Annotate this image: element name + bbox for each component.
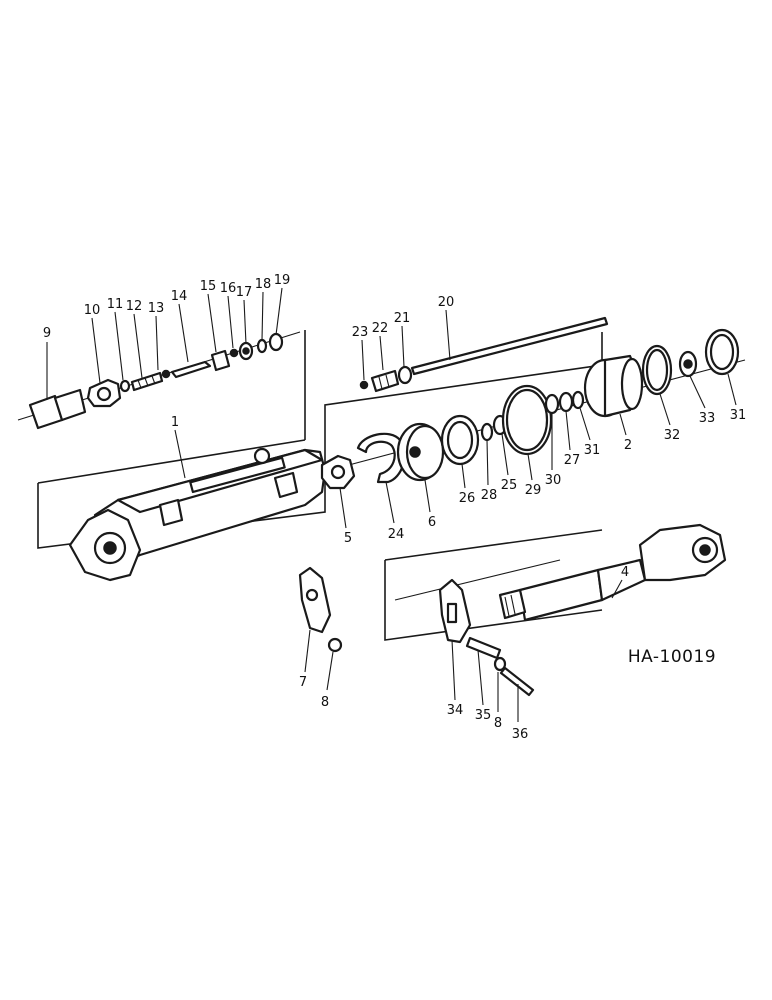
callout-28: 28 bbox=[481, 488, 498, 503]
callout-1: 1 bbox=[171, 415, 179, 430]
callout-16: 16 bbox=[220, 281, 237, 296]
callout-22: 22 bbox=[372, 321, 389, 336]
callout-18: 18 bbox=[255, 277, 272, 292]
callout-33: 33 bbox=[699, 411, 716, 426]
callout-14: 14 bbox=[171, 289, 188, 304]
callout-11: 11 bbox=[107, 297, 124, 312]
drawing-code: HA-10019 bbox=[628, 647, 716, 667]
callout-31-inner: 31 bbox=[584, 443, 601, 458]
callout-20: 20 bbox=[438, 295, 455, 310]
cylinder-barrel bbox=[68, 447, 327, 582]
callout-10: 10 bbox=[84, 303, 101, 318]
callout-7: 7 bbox=[299, 675, 307, 690]
callout-8-left: 8 bbox=[321, 695, 329, 710]
callout-19: 19 bbox=[274, 273, 291, 288]
bracket-group bbox=[298, 566, 535, 697]
valve-group bbox=[28, 332, 284, 430]
callout-24: 24 bbox=[388, 527, 405, 542]
gland-group bbox=[583, 328, 740, 418]
callout-15: 15 bbox=[200, 279, 217, 294]
piston-rod bbox=[498, 523, 727, 622]
callout-2: 2 bbox=[624, 438, 632, 453]
callout-25: 25 bbox=[501, 478, 518, 493]
callout-6: 6 bbox=[428, 515, 436, 530]
callout-21: 21 bbox=[394, 311, 411, 326]
callout-5: 5 bbox=[344, 531, 352, 546]
callout-32: 32 bbox=[664, 428, 681, 443]
callout-12: 12 bbox=[126, 299, 143, 314]
callout-36: 36 bbox=[512, 727, 529, 742]
callout-8-right: 8 bbox=[494, 716, 502, 731]
callout-4: 4 bbox=[621, 565, 629, 580]
callout-35: 35 bbox=[475, 708, 492, 723]
callout-9: 9 bbox=[43, 326, 51, 341]
callout-30: 30 bbox=[545, 473, 562, 488]
callout-34: 34 bbox=[447, 703, 464, 718]
callout-31-outer: 31 bbox=[730, 408, 747, 423]
callouts: 9 10 11 12 13 14 15 16 17 18 19 1 23 22 … bbox=[43, 273, 746, 742]
callout-29: 29 bbox=[525, 483, 542, 498]
callout-13: 13 bbox=[148, 301, 165, 316]
piston-group bbox=[320, 316, 609, 490]
callout-23: 23 bbox=[352, 325, 369, 340]
callout-17: 17 bbox=[236, 285, 253, 300]
leader-lines bbox=[46, 287, 737, 722]
callout-27: 27 bbox=[564, 453, 581, 468]
callout-26: 26 bbox=[459, 491, 476, 506]
